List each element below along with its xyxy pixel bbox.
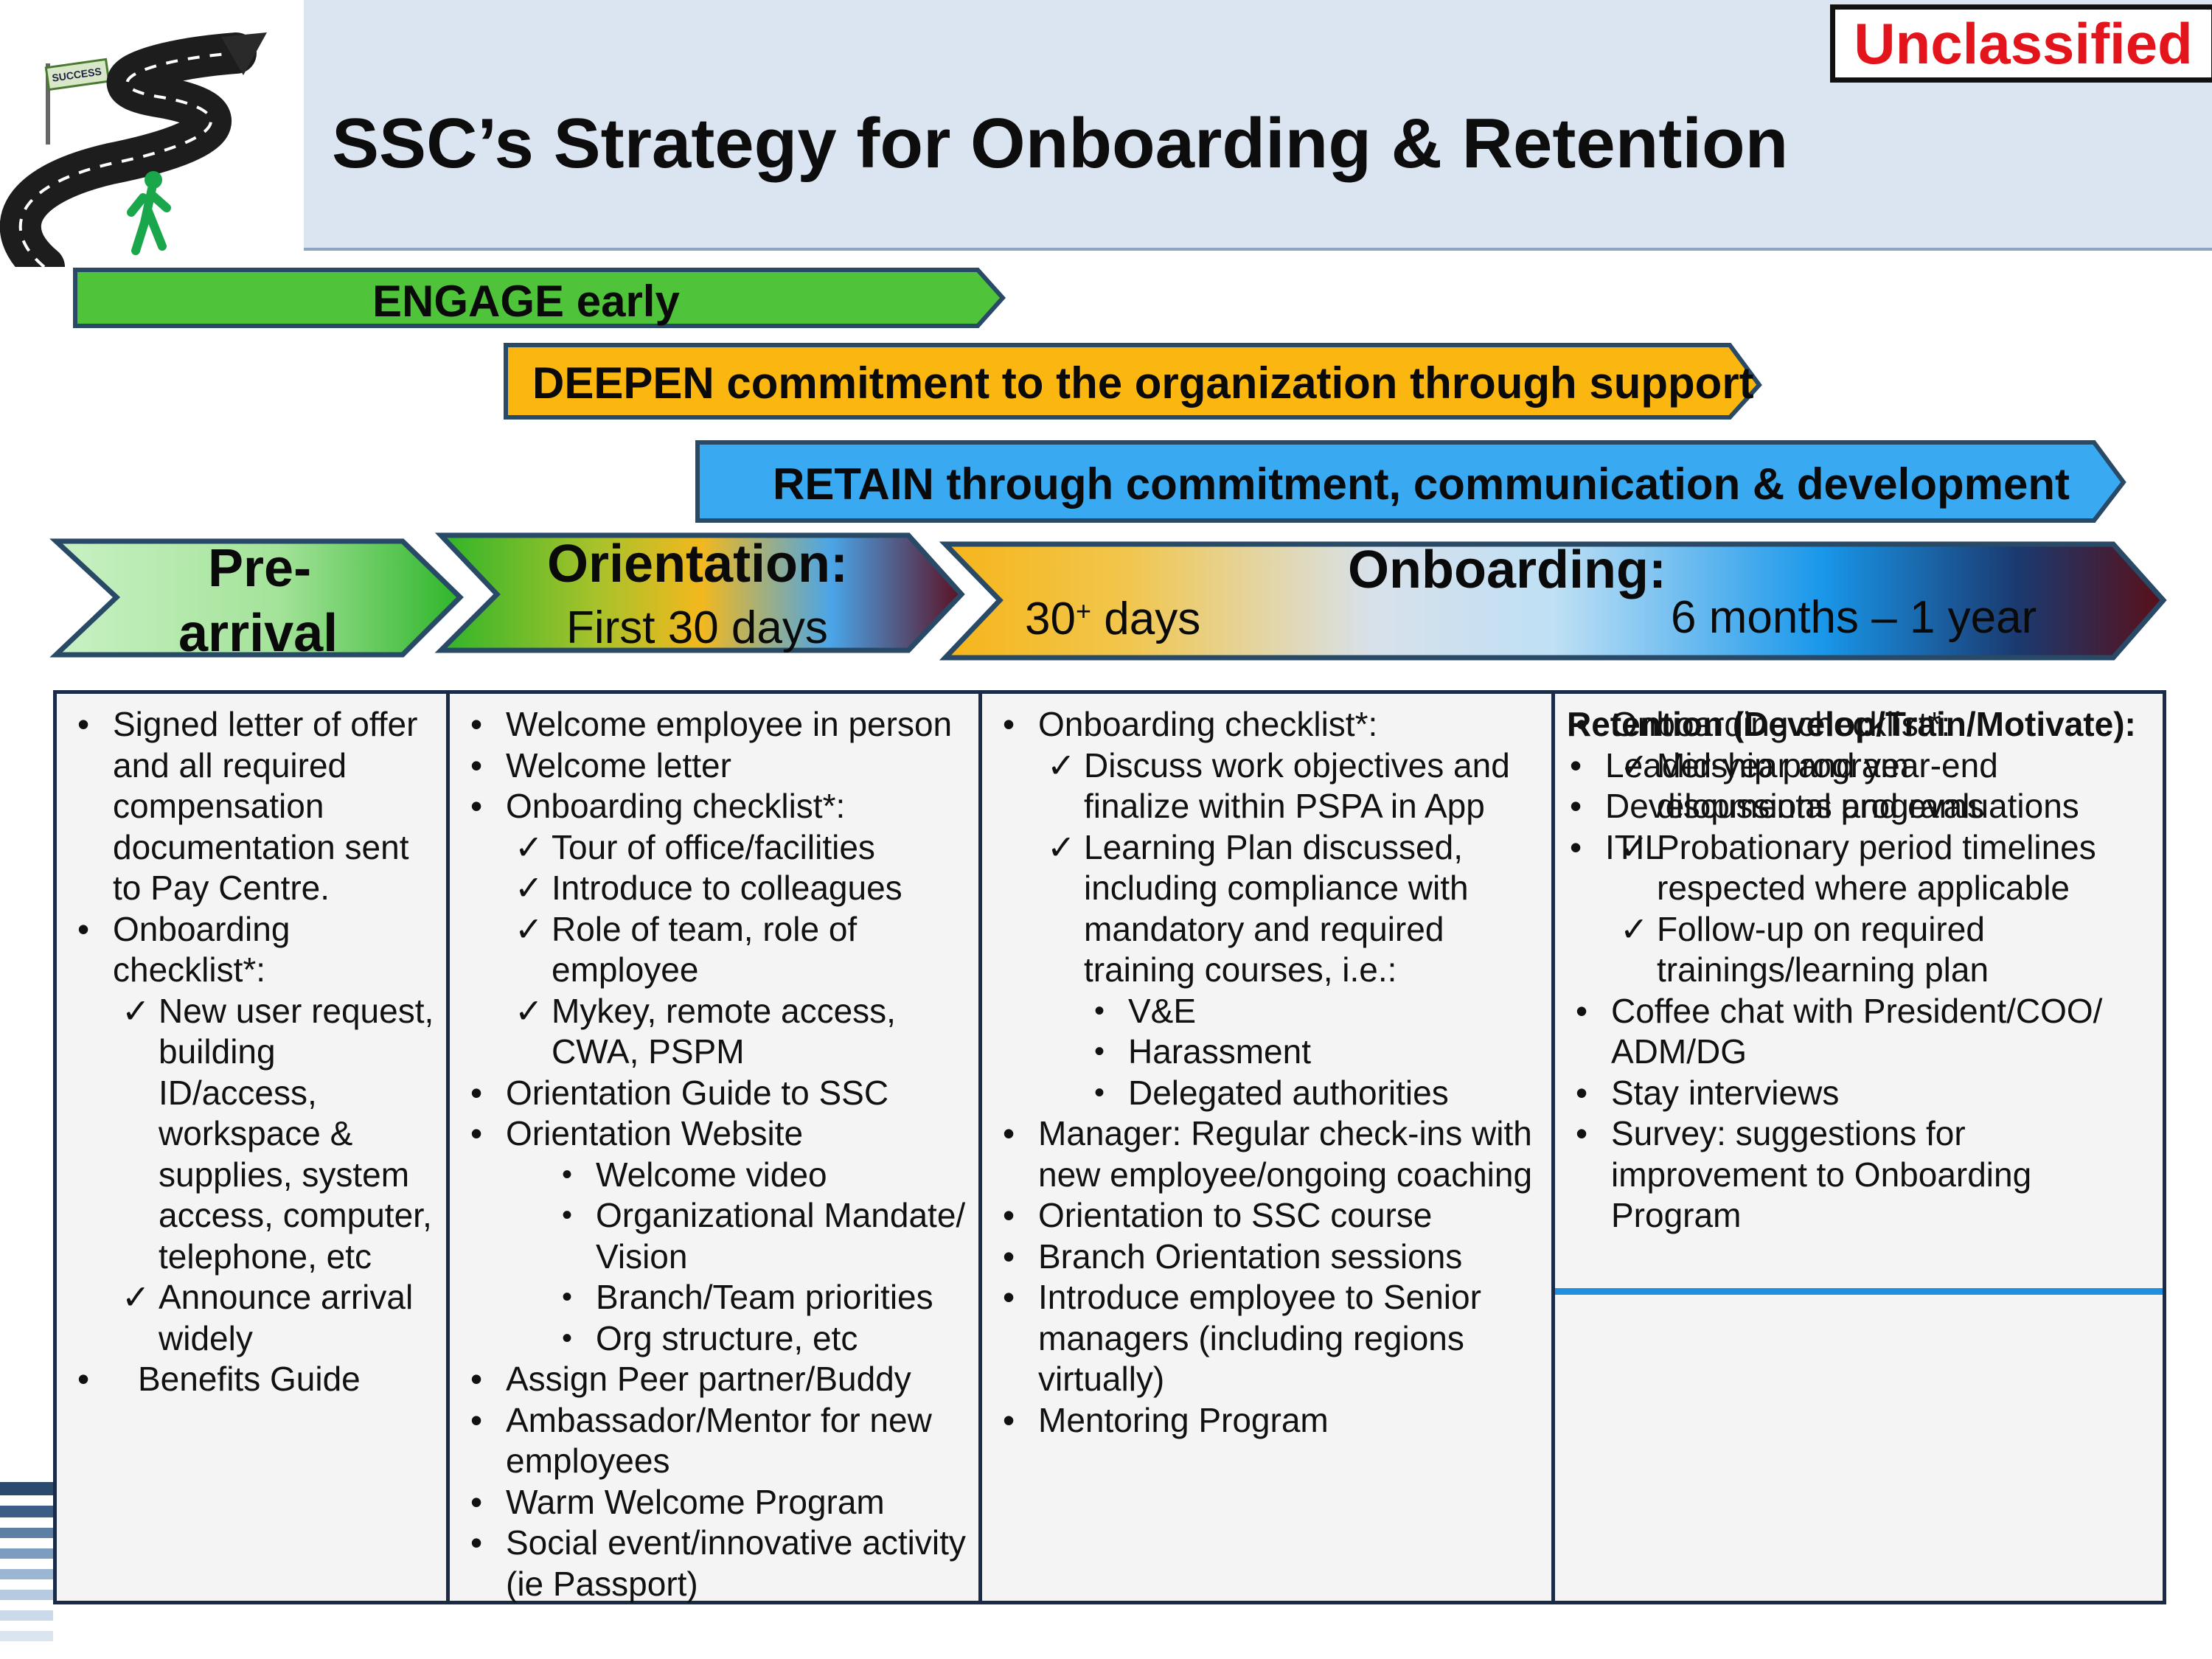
road-to-success-icon: SUCCESS: [0, 16, 304, 288]
prearrival-arrow: [49, 538, 464, 658]
sub-list-item: Org structure, etc: [462, 1318, 973, 1360]
list-item: Developmental programs: [1561, 786, 2157, 827]
retention-separator: [1555, 1288, 2163, 1295]
sub-list-item: Harassment: [994, 1032, 1545, 1073]
list-item: Survey: suggestions for improvement to O…: [1567, 1113, 2157, 1237]
list-item: Onboarding checklist*:: [1567, 704, 2157, 745]
list-item: Introduce employee to Senior managers (i…: [994, 1277, 1545, 1400]
checklist-item: Tour of office/facilities: [462, 827, 973, 869]
list-item: Assign Peer partner/Buddy: [462, 1359, 973, 1400]
sub-list-item: Organizational Mandate/ Vision: [462, 1195, 973, 1277]
onboarding-start-sup: +: [1075, 596, 1091, 626]
orientation-arrow: [434, 532, 965, 653]
content-grid: Signed letter of offer and all required …: [53, 690, 2166, 1604]
page-title: SSC’s Strategy for Onboarding & Retentio…: [332, 104, 1789, 183]
prearrival-list: Signed letter of offer and all required …: [69, 704, 440, 1400]
list-item: Benefits Guide: [69, 1359, 440, 1400]
list-item: Orientation Guide to SSC: [462, 1073, 973, 1114]
orientation-column: Welcome employee in personWelcome letter…: [450, 694, 978, 1604]
list-item: ITIL: [1561, 827, 2157, 869]
list-item: Coffee chat with President/COO/ ADM/DG: [1567, 991, 2157, 1073]
checklist-item: Introduce to colleagues: [462, 868, 973, 909]
list-item: Welcome letter: [462, 745, 973, 787]
deepen-band: [504, 343, 1762, 420]
deepen-band-label: DEEPEN commitment to the organization th…: [532, 358, 1754, 408]
onboarding-title: Onboarding:: [1348, 540, 1666, 599]
list-item: Orientation to SSC course: [994, 1195, 1545, 1237]
onboarding-start-label: 30+ days: [1025, 593, 1200, 645]
prearrival-label-line2: arrival: [178, 604, 338, 663]
list-item: Orientation Website: [462, 1113, 973, 1155]
sub-list-item: V&E: [994, 991, 1545, 1032]
prearrival-column: Signed letter of offer and all required …: [57, 694, 446, 1601]
column-divider: [446, 694, 450, 1601]
list-item: Mentoring Program: [994, 1400, 1545, 1441]
list-item: Social event/innovative activity (ie Pas…: [462, 1523, 973, 1604]
classification-badge: Unclassified: [1830, 4, 2212, 83]
onboarding-end-label: 6 months – 1 year: [1671, 592, 2037, 643]
list-item: Onboarding checklist*:: [69, 909, 440, 991]
checklist-item: Follow-up on required trainings/learning…: [1567, 909, 2157, 991]
column-divider: [1551, 694, 1555, 1601]
onboarding-late-column: Onboarding checklist*:Mid-year and year-…: [1555, 694, 2163, 1601]
engage-band: [73, 268, 1006, 328]
list-item: Onboarding checklist*:: [994, 704, 1545, 745]
decorative-stripes: [0, 1482, 53, 1641]
retention-section: Retention (Develop/Train/Motivate): Lead…: [1567, 704, 2157, 868]
list-item: Branch Orientation sessions: [994, 1237, 1545, 1278]
onboarding-start-value: 30: [1025, 594, 1076, 644]
checklist-item: Announce arrival widely: [69, 1277, 440, 1359]
retention-title: Retention (Develop/Train/Motivate):: [1567, 705, 2136, 743]
prearrival-label-line1: Pre-: [208, 539, 312, 598]
sub-list-item: Welcome video: [462, 1155, 973, 1196]
orientation-title: Orientation:: [547, 535, 848, 594]
list-item: Signed letter of offer and all required …: [69, 704, 440, 909]
list-item: Stay interviews: [1567, 1073, 2157, 1114]
engage-band-label: ENGAGE early: [372, 276, 680, 326]
checklist-item: Learning Plan discussed, including compl…: [994, 827, 1545, 991]
strategy-arrows: [49, 268, 2167, 661]
onboarding-early-column: Onboarding checklist*:Discuss work objec…: [982, 694, 1551, 1601]
orientation-subtitle: First 30 days: [566, 602, 828, 653]
onboarding-arrow: [939, 541, 2167, 661]
checklist-item: Mykey, remote access, CWA, PSPM: [462, 991, 973, 1073]
list-item: Leadership program: [1561, 745, 2157, 787]
checklist-item: New user request, building ID/access, wo…: [69, 991, 440, 1278]
column-divider: [978, 694, 982, 1601]
list-item: Welcome employee in person: [462, 704, 973, 745]
list-item: Warm Welcome Program: [462, 1482, 973, 1523]
checklist-item: Discuss work objectives and finalize wit…: [994, 745, 1545, 827]
list-item: Onboarding checklist*:: [462, 786, 973, 827]
header-divider: [304, 248, 2212, 251]
onboarding-early-list: Onboarding checklist*:Discuss work objec…: [994, 704, 1545, 1441]
orientation-list: Welcome employee in personWelcome letter…: [462, 704, 973, 1604]
sub-list-item: Branch/Team priorities: [462, 1277, 973, 1318]
list-item: Ambassador/Mentor for new employees: [462, 1400, 973, 1482]
list-item: Manager: Regular check-ins with new empl…: [994, 1113, 1545, 1195]
retain-band-label: RETAIN through commitment, communication…: [773, 459, 2070, 509]
retain-band: [695, 440, 2126, 523]
sub-list-item: Delegated authorities: [994, 1073, 1545, 1114]
checklist-item: Role of team, role of employee: [462, 909, 973, 991]
onboarding-start-suffix: days: [1091, 594, 1201, 644]
